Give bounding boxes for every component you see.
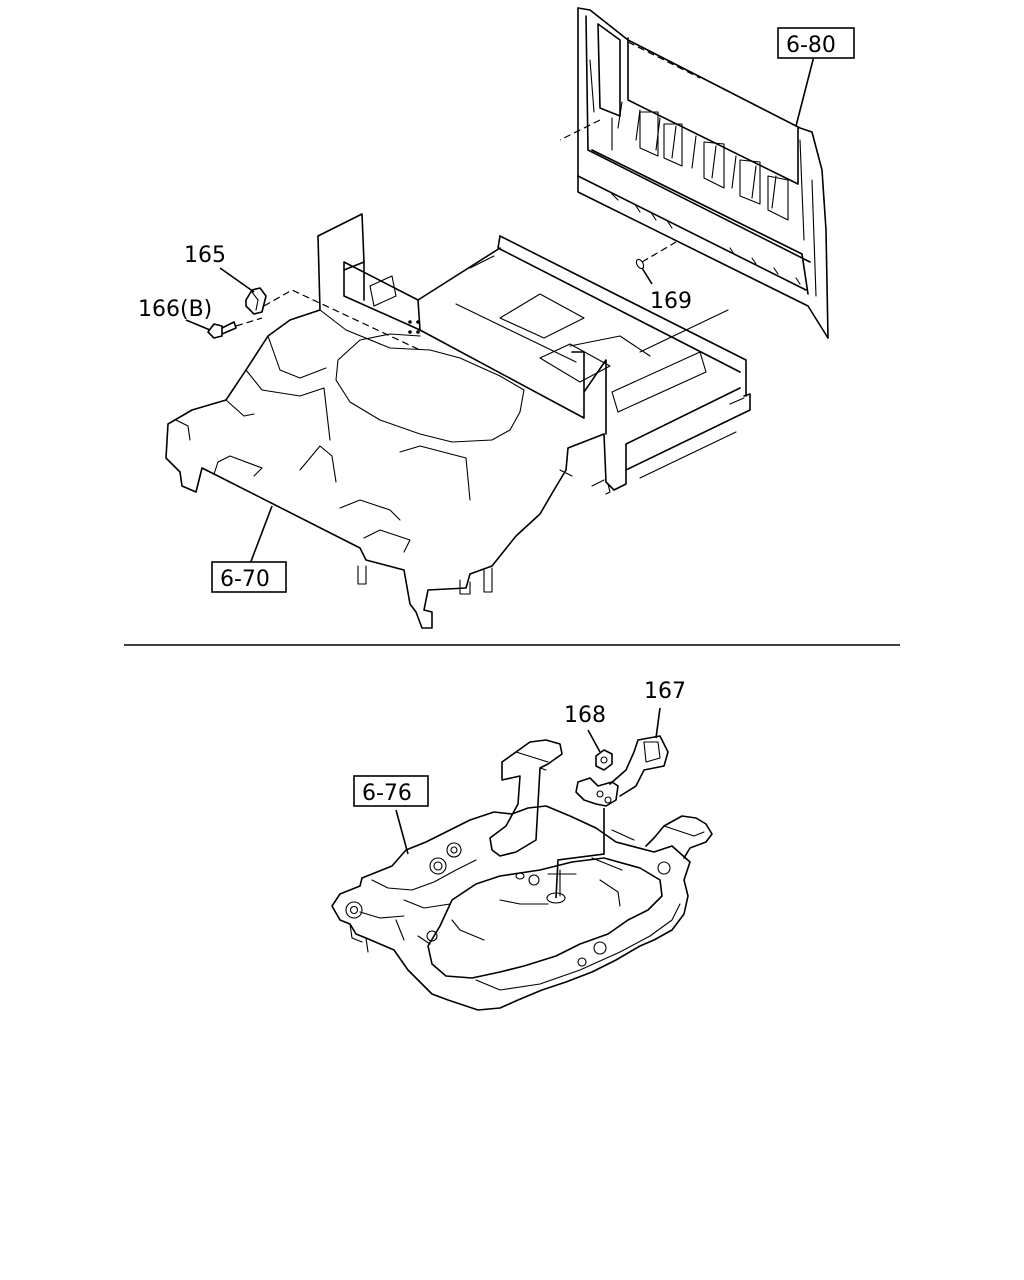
top-leader-lines bbox=[185, 41, 815, 565]
ref-box-6-70: 6-70 bbox=[211, 561, 287, 593]
label-part-168: 168 bbox=[564, 703, 606, 728]
label-part-167: 167 bbox=[644, 679, 686, 704]
plug-169-drawing bbox=[635, 258, 645, 270]
bracket-165-drawing bbox=[245, 287, 267, 315]
bolt-166-drawing bbox=[207, 321, 237, 339]
bottom-leader-lines bbox=[395, 707, 661, 899]
label-part-165: 165 bbox=[184, 243, 226, 268]
rear-panel-drawing bbox=[577, 7, 829, 339]
hook-167-drawing bbox=[575, 735, 669, 807]
label-part-169: 169 bbox=[650, 289, 692, 314]
ref-box-6-76: 6-76 bbox=[353, 775, 429, 807]
chassis-drawing bbox=[331, 739, 713, 1011]
cargo-floor-drawing bbox=[165, 213, 751, 629]
label-part-166: 166(B) bbox=[138, 297, 212, 322]
nut-168-drawing bbox=[595, 749, 613, 771]
ref-6-70-text: 6-70 bbox=[220, 567, 270, 592]
ref-box-6-80: 6-80 bbox=[777, 27, 855, 59]
ref-6-76-text: 6-76 bbox=[362, 781, 412, 806]
ref-6-80-text: 6-80 bbox=[786, 33, 836, 58]
